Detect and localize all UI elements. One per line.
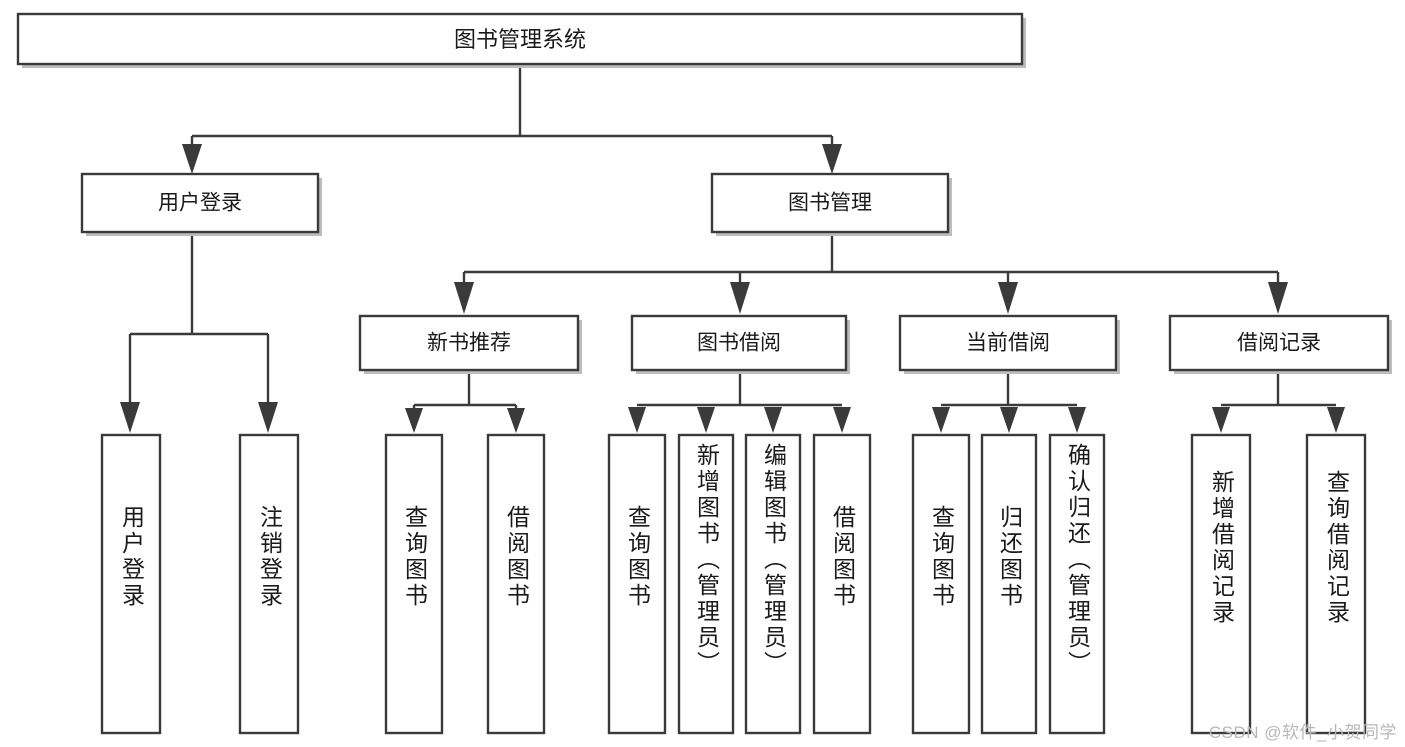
leaf-borrow-book-1[interactable] <box>486 433 546 735</box>
node-current-borrow-box[interactable] <box>898 314 1118 372</box>
leaf-confirm-return-box[interactable] <box>1048 433 1106 735</box>
csdn-watermark: CSDN @软件_小贺同学 <box>1208 723 1397 742</box>
leaf-query-book-1-box[interactable] <box>384 433 444 735</box>
arrow-head-leaf-add-record <box>1212 407 1230 433</box>
arrow-head-leaf-query-book-3 <box>932 407 950 433</box>
node-book-management-label: 图书管理 <box>788 192 872 215</box>
arrow-head-new-book-recommend <box>454 282 474 314</box>
arrow-head-leaf-edit-book <box>764 407 782 433</box>
arrow-head-leaf-confirm-return <box>1068 407 1086 433</box>
leaf-user-login[interactable] <box>100 433 162 735</box>
leaf-return-book[interactable] <box>980 433 1038 735</box>
node-new-book-recommend[interactable]: 新书推荐 <box>358 314 582 374</box>
node-user-login-box[interactable] <box>80 172 320 234</box>
connector-group-root <box>182 64 842 174</box>
leaf-add-record[interactable] <box>1190 433 1252 735</box>
node-book-management[interactable]: 图书管理 <box>710 172 952 236</box>
connector-group-borrow-record <box>1212 374 1345 433</box>
arrow-head-leaf-user-login <box>120 402 140 433</box>
arrow-head-leaf-query-book-1 <box>405 408 423 433</box>
leaf-query-book-3-box[interactable] <box>911 433 971 735</box>
node-new-book-recommend-label: 新书推荐 <box>427 332 511 355</box>
leaf-logout-login-box[interactable] <box>238 433 300 735</box>
arrow-head-leaf-return-book <box>1000 407 1018 433</box>
leaf-add-book-box[interactable] <box>677 433 735 735</box>
arrow-head-leaf-add-book <box>697 407 715 433</box>
arrow-head-user-login <box>182 144 202 174</box>
node-new-book-recommend-box[interactable] <box>358 314 580 372</box>
leaf-query-book-2[interactable] <box>607 433 667 735</box>
node-book-borrow[interactable]: 图书借阅 <box>630 314 850 374</box>
connector-group-book-borrow <box>628 374 851 433</box>
connector-group-new-book-recommend <box>405 374 525 433</box>
leaf-edit-book[interactable] <box>744 433 802 735</box>
arrow-head-borrow-record <box>1268 282 1288 314</box>
leaf-query-record[interactable] <box>1305 433 1367 735</box>
leaf-query-book-1[interactable] <box>384 433 444 735</box>
leaf-query-book-2-box[interactable] <box>607 433 667 735</box>
leaf-borrow-book-2-box[interactable] <box>812 433 872 735</box>
node-user-login[interactable]: 用户登录 <box>80 172 322 236</box>
node-root-label: 图书管理系统 <box>454 27 586 52</box>
leaf-add-book[interactable] <box>677 433 735 735</box>
connector-group-book-management <box>454 232 1288 314</box>
node-book-borrow-box[interactable] <box>630 314 848 372</box>
connector-group-current-borrow <box>932 374 1086 433</box>
leaf-add-record-box[interactable] <box>1190 433 1252 735</box>
arrow-head-book-borrow <box>730 282 750 314</box>
leaf-user-login-box[interactable] <box>100 433 162 735</box>
leaf-borrow-book-1-box[interactable] <box>486 433 546 735</box>
node-borrow-record[interactable]: 借阅记录 <box>1168 314 1392 374</box>
leaf-query-record-box[interactable] <box>1305 433 1367 735</box>
node-borrow-record-box[interactable] <box>1168 314 1390 372</box>
arrow-head-leaf-query-record <box>1327 407 1345 433</box>
arrow-head-leaf-borrow-book-1 <box>507 408 525 433</box>
leaf-query-book-3[interactable] <box>911 433 971 735</box>
node-root-title[interactable]: 图书管理系统 <box>16 12 1026 68</box>
leaf-logout-login[interactable] <box>238 433 300 735</box>
node-borrow-record-label: 借阅记录 <box>1237 332 1321 355</box>
node-root-box[interactable] <box>16 12 1024 66</box>
node-current-borrow-label: 当前借阅 <box>966 332 1050 355</box>
leaf-edit-book-box[interactable] <box>744 433 802 735</box>
leaf-return-book-box[interactable] <box>980 433 1038 735</box>
arrow-head-leaf-query-book-2 <box>628 407 646 433</box>
arrow-head-leaf-logout-login <box>258 402 278 433</box>
leaf-borrow-book-2[interactable] <box>812 433 872 735</box>
connector-group-user-login <box>120 232 278 433</box>
node-current-borrow[interactable]: 当前借阅 <box>898 314 1120 374</box>
arrow-head-leaf-borrow-book-2 <box>833 407 851 433</box>
leaf-confirm-return[interactable] <box>1048 433 1106 735</box>
node-book-borrow-label: 图书借阅 <box>697 332 781 355</box>
node-user-login-label: 用户登录 <box>158 192 242 215</box>
arrow-head-current-borrow <box>998 282 1018 314</box>
arrow-head-book-management <box>822 144 842 174</box>
node-book-management-box[interactable] <box>710 172 950 234</box>
